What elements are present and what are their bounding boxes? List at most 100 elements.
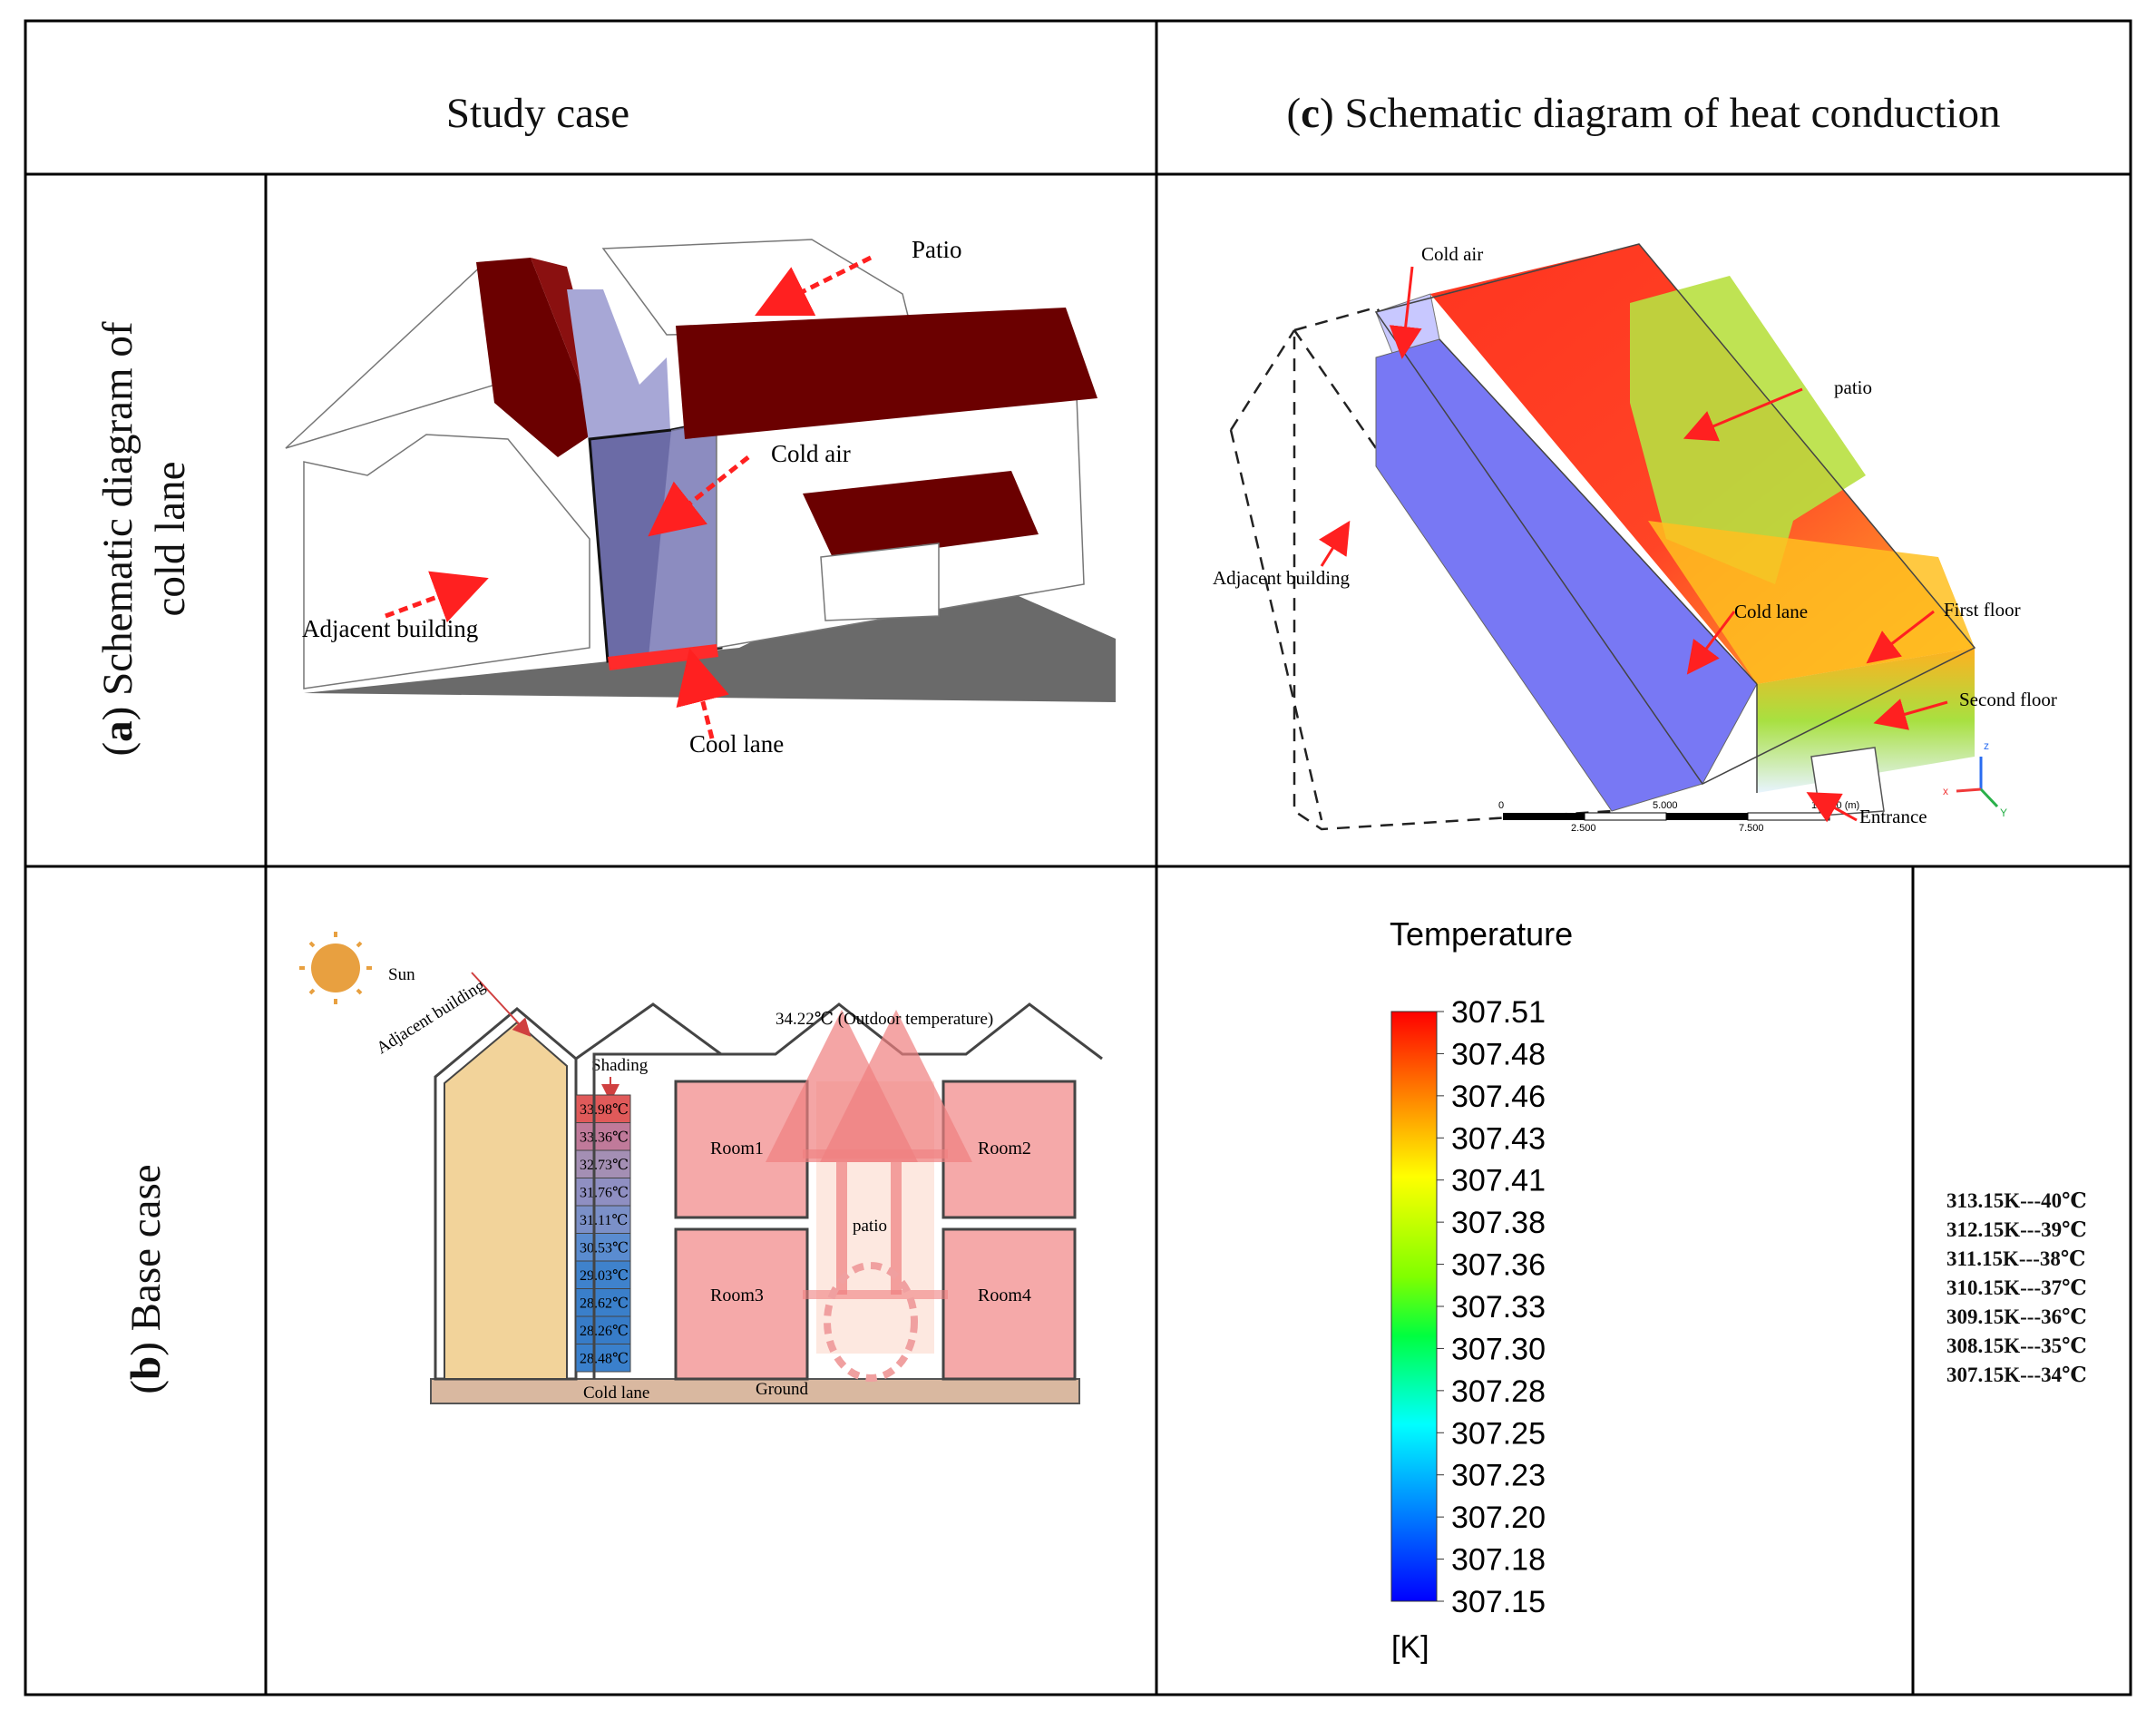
colorbar-tick-label: 307.46 [1451, 1080, 1546, 1114]
label-ground: Ground [756, 1380, 809, 1399]
colorbar-tick-label: 307.51 [1451, 995, 1546, 1030]
label-cool-lane-a: Cool lane [689, 730, 784, 758]
cold-lane-light [649, 421, 717, 657]
label-cold-lane-b: Cold lane [583, 1383, 649, 1403]
cold-lane-arrow-c [1686, 611, 1736, 675]
header-schematic-heat: (c) Schematic diagram of heat conduction [1286, 90, 2001, 137]
colorbar-tick-label: 307.30 [1451, 1332, 1546, 1366]
lane-temp-label: 29.03℃ [580, 1268, 629, 1284]
lane-temp-cell [575, 1315, 631, 1344]
main-roof [676, 308, 1098, 439]
lane-temp-cell [575, 1178, 631, 1207]
entrance-arrow [1806, 792, 1858, 823]
label-adjacent-building-a: Adjacent building [302, 615, 478, 642]
lane-temp-cell [575, 1260, 631, 1289]
header-study-case: Study case [266, 89, 810, 138]
conversion-item: 307.15K---34℃ [1946, 1364, 2087, 1386]
label-outdoor-temp: 34.22℃ (Outdoor temperature) [776, 1010, 993, 1029]
main-house [575, 1002, 1103, 1379]
label-room4: Room4 [978, 1286, 1031, 1305]
scale-t4: 7.500 [1739, 823, 1764, 834]
lane-temp-cell [575, 1233, 631, 1262]
adjacent-building-arrow-b [471, 972, 532, 1037]
conversion-item: 312.15K---39℃ [1946, 1218, 2087, 1241]
colorbar-tick-label: 307.25 [1451, 1416, 1546, 1451]
colorbar-tick-label: 307.36 [1451, 1248, 1546, 1283]
scale-t1: 5.000 [1653, 800, 1678, 811]
colorbar-tick-label: 307.41 [1451, 1164, 1546, 1198]
porch-roof [803, 471, 1039, 562]
colorbar-unit: [K] [1391, 1630, 1429, 1665]
conversion-item: 308.15K---35℃ [1946, 1335, 2087, 1357]
axis-y-label: Y [2000, 807, 2007, 819]
temperature-colorbar: Temperature 307.51307.48307.46307.43307.… [1390, 915, 1573, 1665]
conversion-item: 311.15K---38℃ [1946, 1247, 2086, 1270]
adjacent-building-arrow-c [1319, 520, 1351, 567]
row-label-a: (a) Schematic diagram of cold lane [92, 249, 200, 829]
label-cold-air-a: Cold air [771, 440, 851, 467]
left-roof [476, 258, 599, 457]
label-entrance: Entrance [1859, 806, 1927, 827]
porch-base [820, 543, 940, 621]
patio-arrow [755, 255, 873, 316]
panel-c-heat-conduction-diagram: 0 5.000 10.000 (m) 2.500 7.500 z x Y Col… [1213, 243, 2057, 834]
kelvin-celsius-list: 313.15K---40℃ 312.15K---39℃ 311.15K---38… [1946, 1187, 2087, 1390]
colorbar-tick-label: 307.43 [1451, 1121, 1546, 1156]
axis-triad [1956, 757, 1999, 808]
lane-temp-label: 33.36℃ [580, 1130, 629, 1146]
row-label-b-letter: b [122, 1355, 170, 1380]
row-label-b: (b) Base case [122, 1164, 170, 1394]
cold-lane-column: 33.98℃33.36℃32.73℃31.76℃31.11℃30.53℃29.0… [575, 1094, 631, 1373]
header-letter-c: c [1301, 90, 1321, 137]
label-room3: Room3 [710, 1286, 764, 1305]
first-floor-arrow [1866, 610, 1935, 664]
scale-bar [1503, 812, 1830, 821]
adjacent-building-fill [444, 1021, 568, 1380]
lane-temp-label: 31.76℃ [580, 1186, 629, 1201]
lane-temp-label: 33.98℃ [580, 1102, 629, 1118]
block-outlines [1374, 243, 1976, 793]
lane-temp-label: 30.53℃ [580, 1241, 629, 1256]
label-cold-air-c: Cold air [1421, 243, 1483, 265]
colorbar-title: Temperature [1390, 915, 1573, 953]
panel-a-cold-lane-diagram: Patio Cold air Adjacent building Cool la… [285, 236, 1116, 758]
room4-fill [941, 1227, 1077, 1381]
row-label-a-line1: Schematic diagram of [94, 321, 141, 696]
header-schematic-heat-text: Schematic diagram of heat conduction [1344, 90, 2001, 137]
label-sun: Sun [388, 965, 415, 984]
colorbar-tick-label: 307.23 [1451, 1459, 1546, 1493]
adjacent-building-arrow-a [385, 571, 489, 622]
row-label-b-text: Base case [122, 1164, 170, 1332]
lane-temp-cell [575, 1122, 631, 1151]
second-floor-arrow [1873, 699, 1948, 730]
colorbar-tick-label: 307.20 [1451, 1501, 1546, 1535]
patio-circulation [824, 1262, 918, 1382]
colorbar-tick-labels: 307.51 307.48 307.46 307.43 307.41 307.38 307.… [1437, 995, 1546, 1619]
label-cold-lane-c: Cold lane [1734, 601, 1808, 622]
lane-temp-cell [575, 1288, 631, 1317]
lane-temp-label: 31.11℃ [580, 1213, 628, 1228]
patio-arrow-c [1683, 387, 1803, 442]
lane-temp-label: 28.62℃ [580, 1296, 629, 1312]
lane-temp-label: 28.48℃ [580, 1352, 629, 1367]
lane-temp-cell [575, 1094, 631, 1123]
colorbar-tick-label: 307.38 [1451, 1206, 1546, 1240]
lane-temp-cell [575, 1205, 631, 1234]
patio-zone [1630, 276, 1866, 584]
label-first-floor: First floor [1944, 599, 2021, 621]
axis-z-label: z [1984, 739, 1989, 752]
adjacent-building-outline [1229, 306, 1704, 831]
colorbar-tick-label: 307.48 [1451, 1037, 1546, 1071]
label-adjacent-building-c: Adjacent building [1213, 567, 1351, 589]
conversion-item: 313.15K---40℃ [1946, 1189, 2087, 1212]
label-shading: Shading [591, 1056, 649, 1075]
lane-temp-cell [575, 1149, 631, 1178]
sun-icon [299, 932, 372, 1004]
colorbar-tick-label: 307.28 [1451, 1374, 1546, 1409]
room3-fill [674, 1227, 809, 1381]
cool-lane-arrow [676, 648, 729, 739]
colorbar-tick-label: 307.33 [1451, 1290, 1546, 1325]
axis-x-label: x [1943, 785, 1948, 797]
cold-air-arrow [648, 455, 750, 537]
